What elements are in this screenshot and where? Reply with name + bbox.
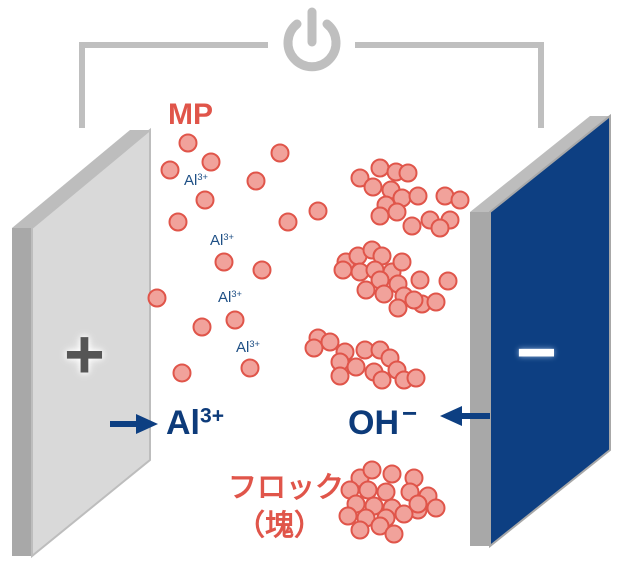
microplastic-particle — [404, 290, 424, 310]
microplastic-particle — [350, 520, 370, 540]
al-ion-small-label: Al3+ — [218, 288, 242, 306]
microplastic-particle — [430, 218, 450, 238]
microplastic-particle — [398, 163, 418, 183]
microplastic-particle — [426, 292, 446, 312]
microplastic-particle — [438, 271, 458, 291]
microplastic-particle — [410, 270, 430, 290]
microplastic-particle — [350, 168, 370, 188]
microplastic-particle — [225, 310, 245, 330]
microplastic-particle — [201, 152, 221, 172]
microplastic-particle — [387, 202, 407, 222]
microplastic-particle — [214, 252, 234, 272]
al-ion-small-label: Al3+ — [184, 171, 208, 189]
arrow-right-icon — [110, 414, 158, 434]
cathode-sign: − — [516, 313, 557, 391]
microplastic-particle — [426, 498, 446, 518]
mp-label: MP — [168, 98, 213, 131]
microplastic-particle — [147, 288, 167, 308]
al-ion-small-label: Al3+ — [236, 338, 260, 356]
microplastic-particle — [408, 494, 428, 514]
microplastic-particle — [168, 212, 188, 232]
al-ion-small-label: Al3+ — [210, 231, 234, 249]
microplastic-particle — [356, 280, 376, 300]
oh-ion-label: OH− — [348, 398, 418, 442]
microplastic-particle — [278, 212, 298, 232]
microplastic-particle — [370, 206, 390, 226]
microplastic-particle — [388, 298, 408, 318]
microplastic-particle — [270, 143, 290, 163]
microplastic-particle — [304, 338, 324, 358]
power-icon — [283, 7, 341, 72]
microplastic-particle — [372, 370, 392, 390]
microplastic-particle — [370, 158, 390, 178]
microplastic-particle — [252, 260, 272, 280]
microplastic-particle — [363, 177, 383, 197]
microplastic-particle — [240, 358, 260, 378]
microplastic-particle — [160, 160, 180, 180]
microplastic-particle — [308, 201, 328, 221]
microplastic-particle — [370, 516, 390, 536]
microplastic-particle — [246, 171, 266, 191]
microplastic-particle — [338, 506, 358, 526]
floc-label: フロック — [228, 472, 345, 504]
microplastic-particle — [195, 190, 215, 210]
microplastic-particle — [376, 482, 396, 502]
microplastic-particle — [392, 252, 412, 272]
particle-layer — [147, 133, 470, 544]
microplastic-particle — [358, 480, 378, 500]
arrow-left-icon — [440, 406, 490, 426]
floc-sublabel: （塊） — [236, 510, 324, 542]
microplastic-particle — [384, 524, 404, 544]
al-ion-large-label: Al3+ — [166, 404, 225, 442]
anode-plate — [12, 127, 151, 559]
microplastic-particle — [172, 363, 192, 383]
microplastic-particle — [362, 460, 382, 480]
microplastic-particle — [346, 357, 366, 377]
microplastic-particle — [406, 368, 426, 388]
microplastic-particle — [192, 317, 212, 337]
microplastic-particle — [402, 216, 422, 236]
microplastic-particle — [382, 464, 402, 484]
microplastic-particle — [408, 186, 428, 206]
microplastic-particle — [333, 260, 353, 280]
microplastic-particle — [330, 366, 350, 386]
circuit-wire — [79, 42, 544, 128]
microplastic-particle — [320, 332, 340, 352]
microplastic-particle — [450, 190, 470, 210]
cathode-plate — [470, 113, 611, 549]
microplastic-particle — [394, 504, 414, 524]
anode-sign: + — [64, 315, 105, 393]
microplastic-particle — [374, 284, 394, 304]
microplastic-particle — [178, 133, 198, 153]
